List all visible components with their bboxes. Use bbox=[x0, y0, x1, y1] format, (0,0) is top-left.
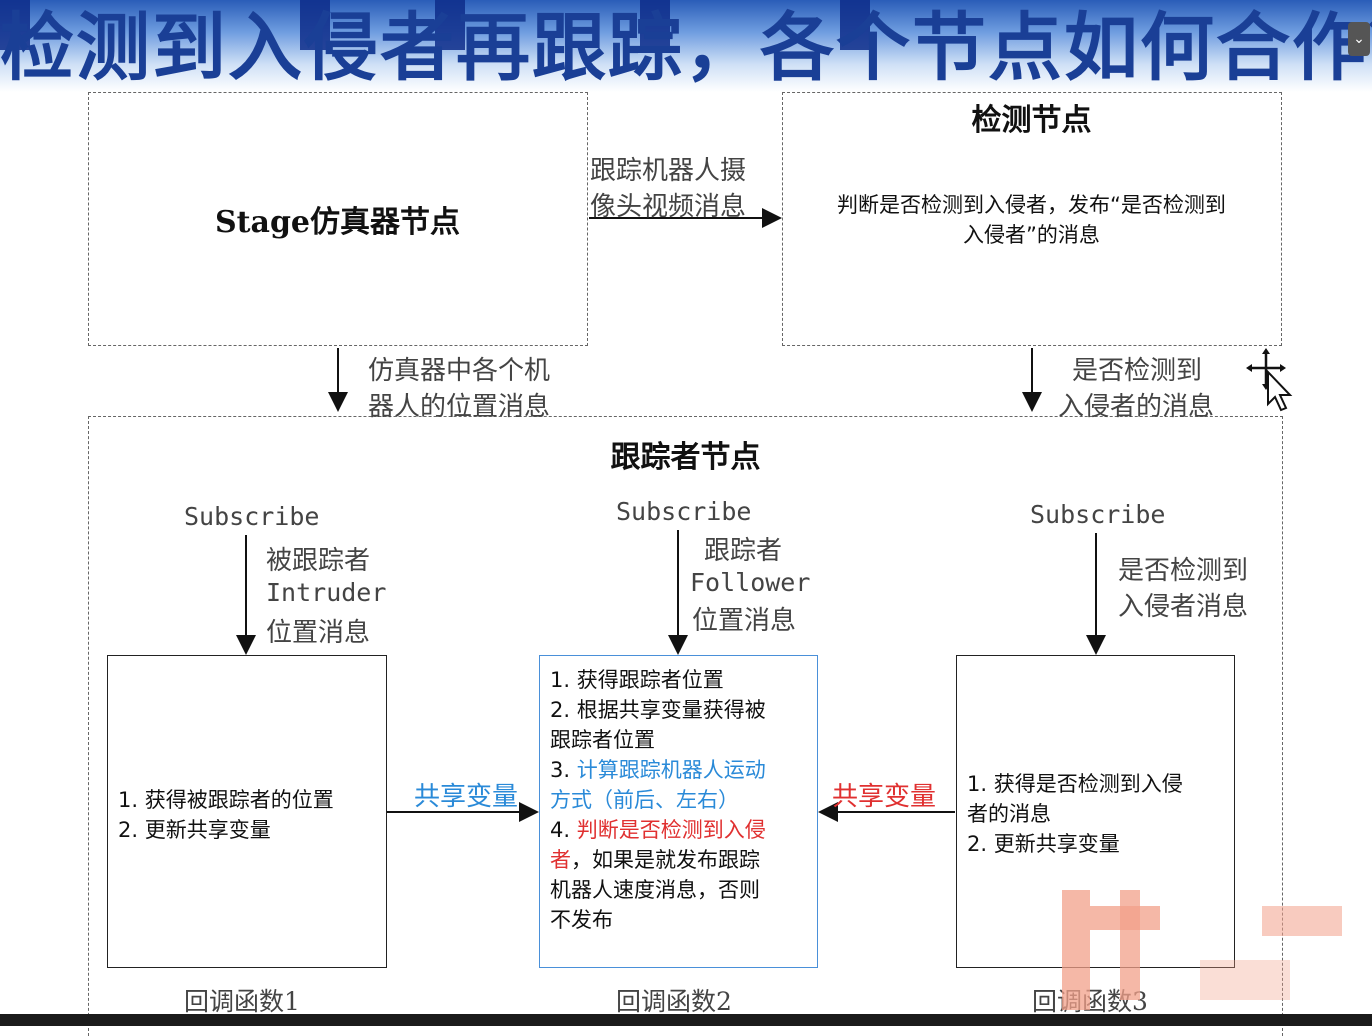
callback2-item3-line2: 方式（前后、左右） bbox=[550, 788, 739, 812]
callback-box-2: 1. 获得跟踪者位置 2. 根据共享变量获得被 跟踪者位置 3. 计算跟踪机器人… bbox=[539, 655, 818, 968]
banner-stripe bbox=[300, 0, 330, 50]
topic2-line1: 跟踪者 bbox=[704, 536, 783, 566]
banner-stripe bbox=[435, 0, 465, 50]
topic2-line2: Follower bbox=[690, 568, 811, 597]
callback3-item2: 2. 更新共享变量 bbox=[967, 832, 1120, 856]
subscribe-label-3: Subscribe bbox=[1030, 500, 1166, 529]
banner-stripe bbox=[640, 0, 670, 50]
chevron-down-icon[interactable]: ⌄ bbox=[1348, 22, 1370, 56]
callback3-item1-line2: 者的消息 bbox=[967, 802, 1051, 826]
stage-node-box: Stage仿真器节点 bbox=[88, 92, 588, 346]
callback2-item4-line3: 机器人速度消息，否则 bbox=[550, 878, 760, 902]
callback1-name: 回调函数1 bbox=[184, 987, 300, 1016]
move-cursor-icon bbox=[1246, 348, 1293, 412]
callback-box-1: 1. 获得被跟踪者的位置 2. 更新共享变量 bbox=[107, 655, 387, 968]
camera-msg-line1: 跟踪机器人摄 bbox=[590, 156, 747, 186]
callback2-item1: 1. 获得跟踪者位置 bbox=[550, 668, 724, 692]
subscribe-label-1: Subscribe bbox=[184, 502, 320, 531]
positions-msg-line2: 器人的位置消息 bbox=[368, 392, 551, 422]
watermark-blur bbox=[1062, 890, 1090, 1010]
watermark-blur bbox=[1200, 960, 1290, 1000]
topic2-line3: 位置消息 bbox=[692, 606, 797, 636]
callback2-item2-line1: 2. 根据共享变量获得被 bbox=[550, 698, 766, 722]
banner-stripe bbox=[840, 0, 870, 50]
page-title: 检测到入侵者再跟踪，各个节点如何合作？ bbox=[0, 5, 1372, 91]
watermark-blur bbox=[1120, 890, 1140, 1000]
bottom-bar bbox=[0, 1014, 1372, 1026]
callback2-item2-line2: 跟踪者位置 bbox=[550, 728, 655, 752]
shared-var-right: 共享变量 bbox=[832, 782, 937, 812]
callback3-item1-line1: 1. 获得是否检测到入侵 bbox=[967, 772, 1183, 796]
tracker-node-title: 跟踪者节点 bbox=[610, 440, 761, 475]
callback2-item3-line1: 3. 计算跟踪机器人运动 bbox=[550, 754, 766, 784]
stage-node-label: Stage仿真器节点 bbox=[214, 205, 461, 240]
detect-node-desc-line2: 入侵者”的消息 bbox=[963, 223, 1100, 247]
topic3-line1: 是否检测到 bbox=[1118, 556, 1249, 586]
callback2-item3-text: 计算跟踪机器人运动 bbox=[576, 758, 766, 782]
callback2-item4-red2: 者 bbox=[550, 848, 571, 872]
detected-msg-line1: 是否检测到 bbox=[1072, 356, 1203, 386]
callback2-item4-red1: 判断是否检测到入侵 bbox=[576, 818, 766, 842]
watermark-blur bbox=[1262, 906, 1342, 936]
shared-var-left: 共享变量 bbox=[414, 782, 519, 812]
camera-msg-line2: 像头视频消息 bbox=[590, 192, 747, 222]
topic1-line1: 被跟踪者 bbox=[266, 546, 371, 576]
topic1-line2: Intruder bbox=[266, 578, 387, 607]
detect-node-title: 检测节点 bbox=[971, 103, 1092, 138]
callback2-name: 回调函数2 bbox=[616, 987, 732, 1016]
detect-node-desc-line1: 判断是否检测到入侵者，发布“是否检测到 bbox=[837, 193, 1226, 217]
detect-node-box: 检测节点 判断是否检测到入侵者，发布“是否检测到 入侵者”的消息 bbox=[782, 92, 1282, 346]
subscribe-label-2: Subscribe bbox=[616, 497, 752, 526]
callback2-item4-line1: 4. 判断是否检测到入侵 bbox=[550, 814, 766, 844]
tracker-node-box bbox=[88, 416, 1283, 1036]
title-banner: 检测到入侵者再跟踪，各个节点如何合作？ ⌄ bbox=[0, 0, 1372, 92]
topic1-line3: 位置消息 bbox=[266, 618, 371, 648]
positions-msg-line1: 仿真器中各个机 bbox=[368, 356, 551, 386]
callback1-item1: 1. 获得被跟踪者的位置 bbox=[118, 788, 334, 812]
callback2-item4-prefix: 4. bbox=[550, 818, 577, 842]
callback1-item2: 2. 更新共享变量 bbox=[118, 818, 271, 842]
banner-stripe bbox=[0, 0, 30, 50]
callback2-item3-prefix: 3. bbox=[550, 758, 577, 782]
callback2-item4-line4: 不发布 bbox=[550, 908, 613, 932]
topic3-line2: 入侵者消息 bbox=[1118, 592, 1249, 622]
callback2-item4-rest2: ，如果是就发布跟踪 bbox=[571, 848, 760, 872]
detected-msg-line2: 入侵者的消息 bbox=[1058, 392, 1215, 422]
callback2-item4-line2: 者，如果是就发布跟踪 bbox=[550, 844, 760, 874]
